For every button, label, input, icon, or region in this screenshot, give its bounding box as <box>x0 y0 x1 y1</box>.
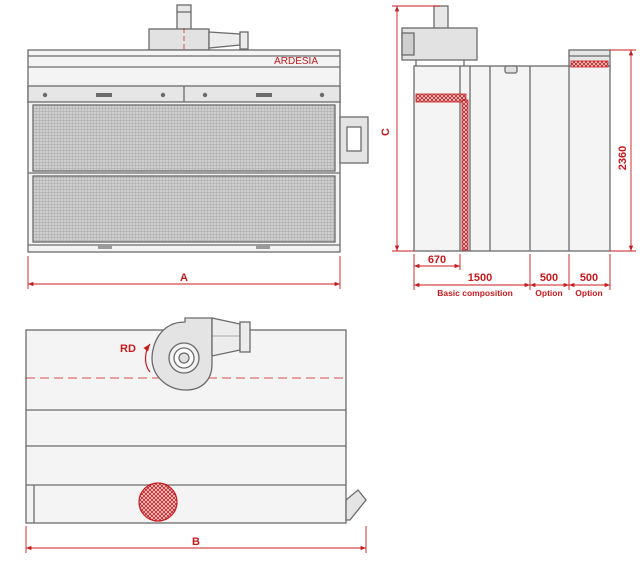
depth-670-label: 670 <box>428 254 446 266</box>
top-view <box>25 317 367 553</box>
rotation-label: RD <box>120 343 136 355</box>
side-dimensions <box>392 5 636 290</box>
dimension-b-label: B <box>192 536 200 548</box>
dimension-a <box>27 256 341 289</box>
filter-grille-lower <box>32 175 336 243</box>
front-fasteners <box>42 92 325 98</box>
height-2360-label: 2360 <box>617 146 629 170</box>
segment-basic-value: 1500 <box>468 272 492 284</box>
segment-option1-caption: Option <box>535 288 562 298</box>
rotation-arrow <box>143 343 151 373</box>
brand-label: ARDESIA <box>274 56 318 67</box>
fan-motor <box>176 4 192 32</box>
fan-discharge <box>211 317 241 357</box>
side-filter-vertical <box>461 99 469 251</box>
filter-grille-upper <box>32 104 336 172</box>
side-filter-top <box>415 93 467 103</box>
fan-outlet <box>208 31 241 49</box>
extraction-filter-round <box>138 482 178 522</box>
segment-option2-caption: Option <box>575 288 602 298</box>
dimension-c-label: C <box>380 128 392 136</box>
dimension-b <box>25 526 367 553</box>
top-control-box <box>345 489 367 521</box>
side-view <box>401 5 611 252</box>
dimension-a-label: A <box>180 272 188 284</box>
segment-basic-caption: Basic composition <box>437 288 513 298</box>
segment-option1-value: 500 <box>540 272 558 284</box>
fan-housing <box>148 28 210 51</box>
front-view <box>27 4 369 289</box>
segment-option2-value: 500 <box>580 272 598 284</box>
extension-filter <box>570 60 609 68</box>
